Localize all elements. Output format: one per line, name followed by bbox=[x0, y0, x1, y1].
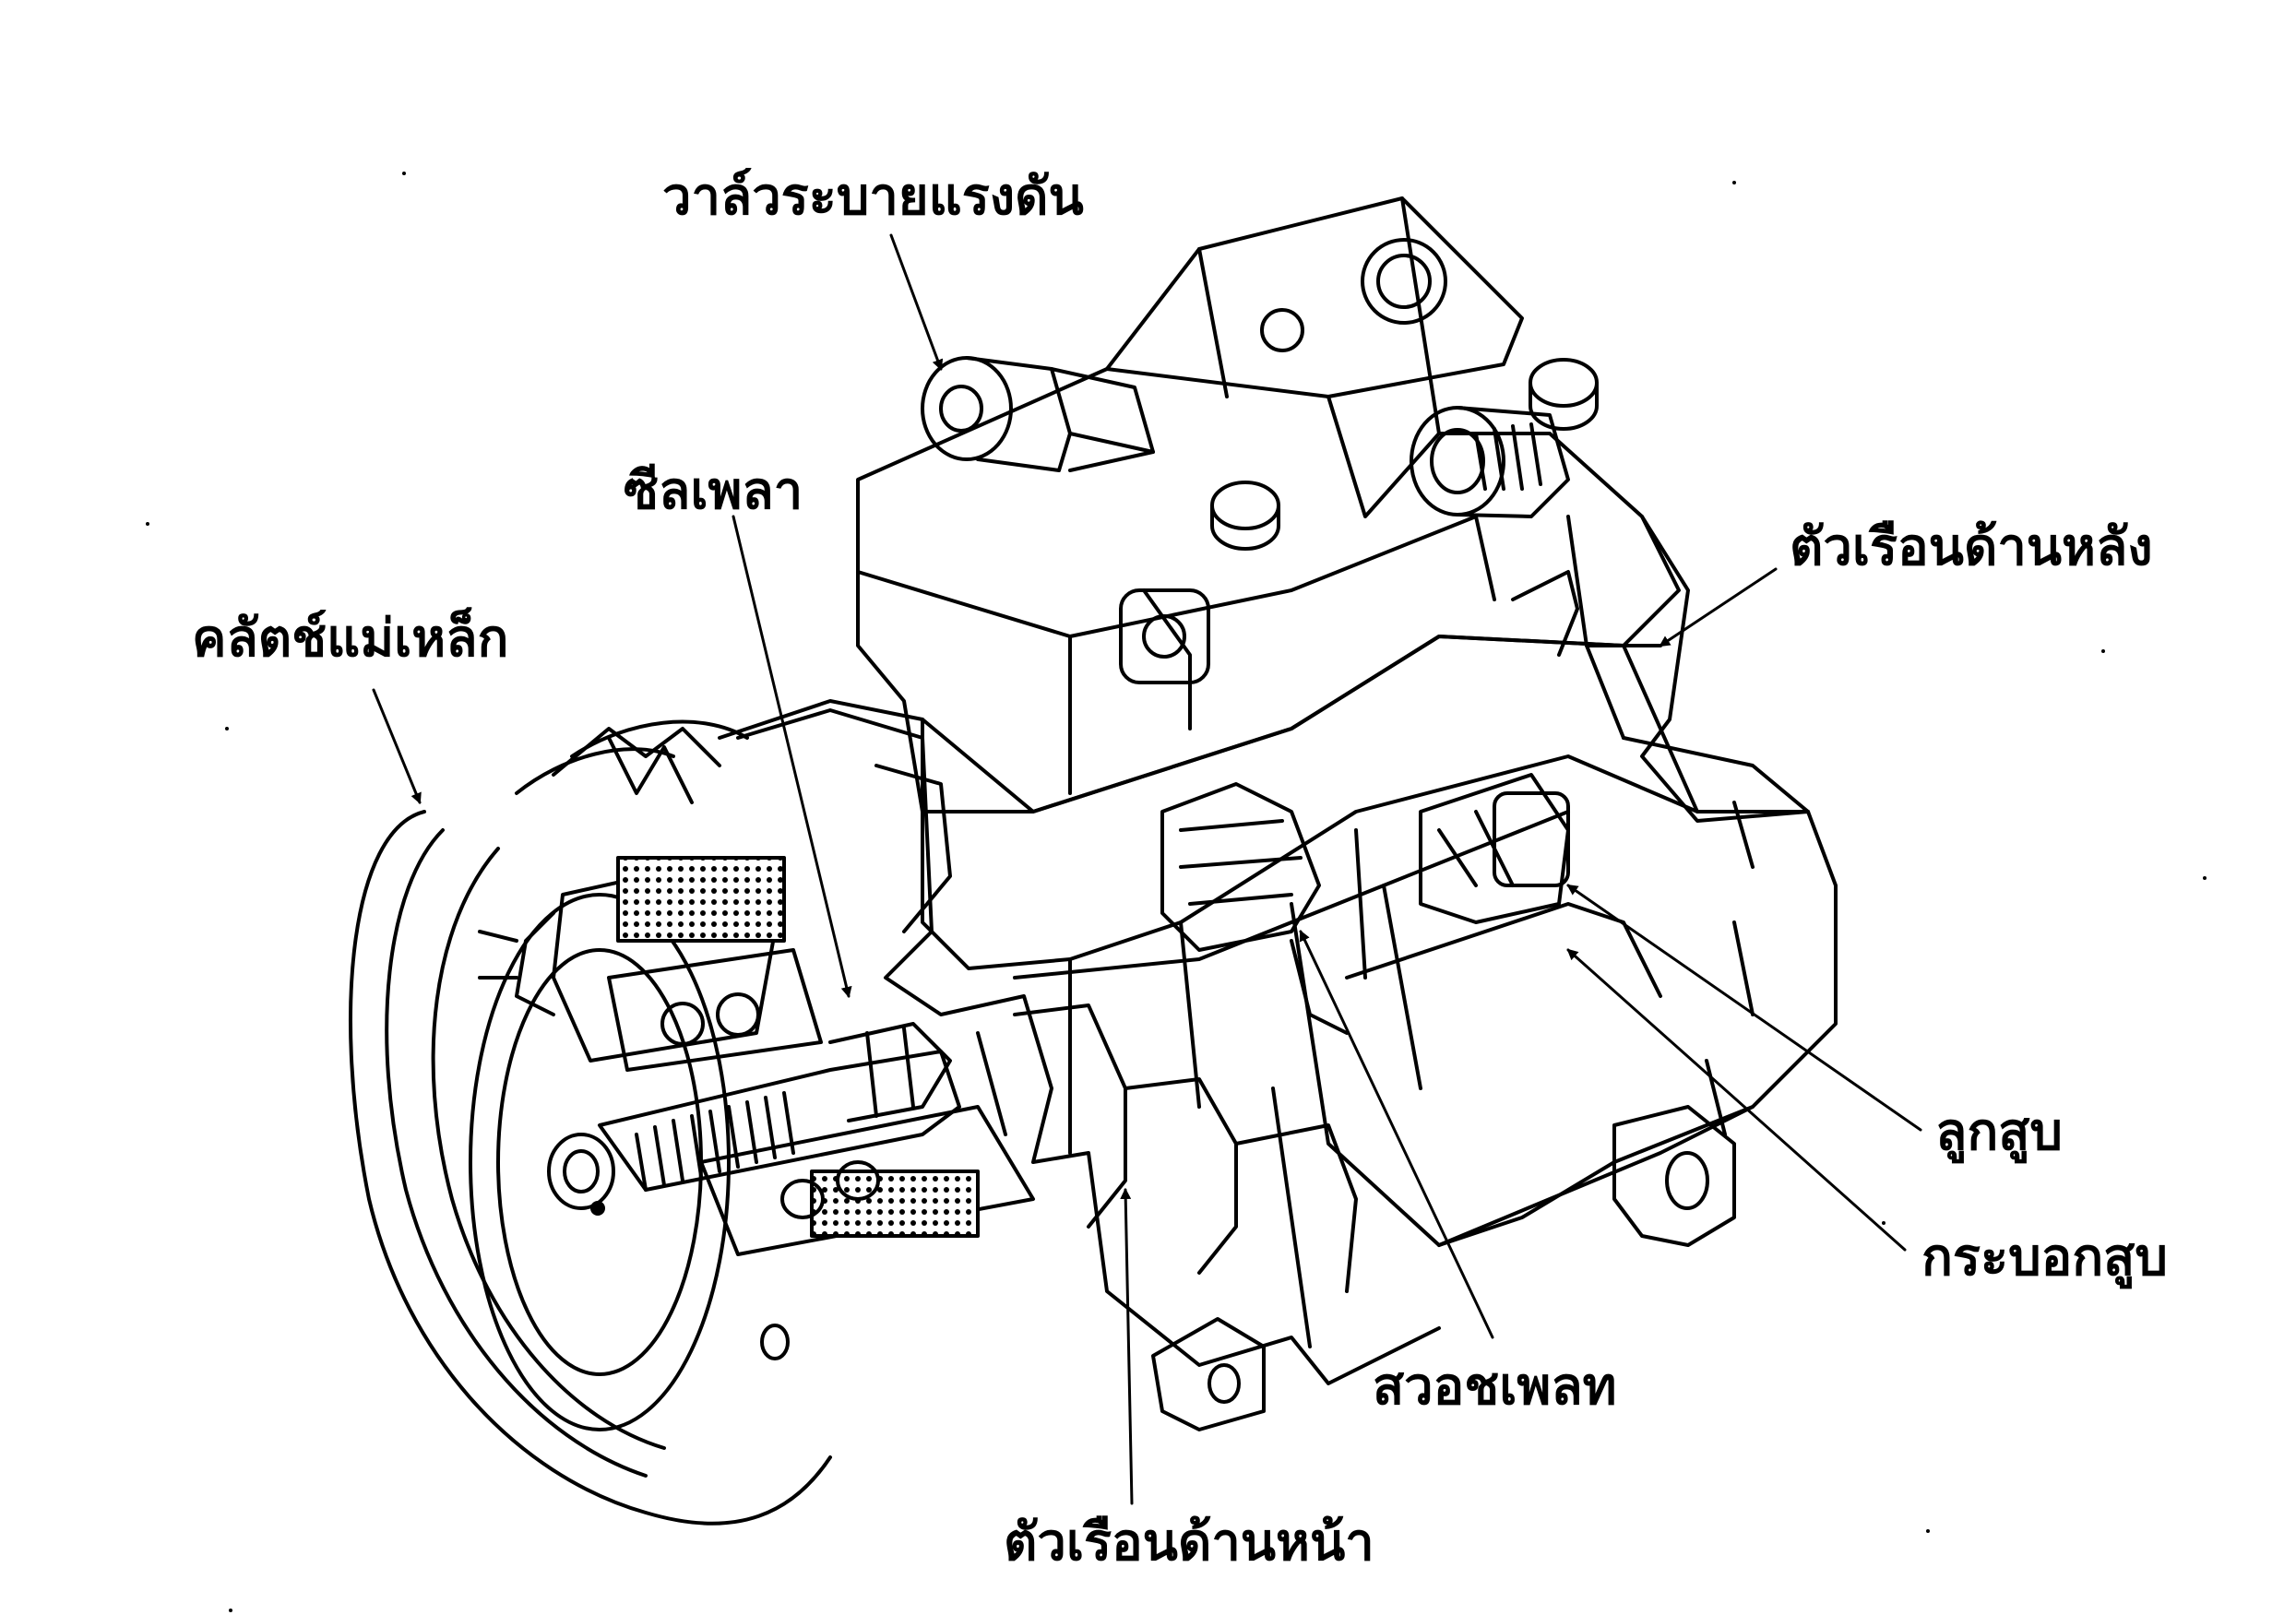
label-piston: ลูกสูบ bbox=[1935, 1102, 2063, 1162]
relief-valve-cap bbox=[921, 356, 1155, 472]
leader-relief-valve bbox=[889, 233, 944, 371]
rear-mounting-ear bbox=[1612, 1105, 1736, 1247]
front-housing bbox=[736, 708, 1441, 1431]
label-rear-housing: ตัวเรือนด้านหลัง bbox=[1790, 517, 2153, 577]
drive-shaft bbox=[547, 1022, 961, 1360]
clutch-coil-section bbox=[478, 856, 1035, 1256]
leader-piston bbox=[1566, 884, 1922, 1132]
leader-clutch bbox=[372, 688, 422, 804]
label-front-housing: ตัวเรือนด้านหน้า bbox=[1004, 1513, 1374, 1573]
label-relief-valve: วาล์วระบายแรงดัน bbox=[662, 167, 1084, 227]
rear-service-fitting bbox=[1210, 358, 1599, 551]
leader-front-housing bbox=[1120, 1188, 1134, 1505]
magnetic-clutch bbox=[349, 719, 832, 1526]
leader-shaft-seal bbox=[732, 515, 852, 998]
label-cylinder: กระบอกสูบ bbox=[1921, 1228, 2168, 1288]
label-swash-plate: สวอชเพลท bbox=[1373, 1357, 1617, 1417]
leader-rear-housing bbox=[1659, 567, 1778, 647]
leader-cylinder bbox=[1566, 948, 1907, 1252]
label-magnetic-clutch: คลัตช์แม่เหล็ก bbox=[192, 609, 509, 669]
leader-swash-plate bbox=[1299, 930, 1494, 1339]
scan-specks bbox=[146, 172, 2207, 1612]
piston-assembly bbox=[1160, 773, 1570, 1035]
rear-head-block bbox=[856, 196, 1681, 813]
leader-lines bbox=[372, 233, 1922, 1505]
label-shaft-seal: ซีลเพลา bbox=[624, 461, 803, 521]
